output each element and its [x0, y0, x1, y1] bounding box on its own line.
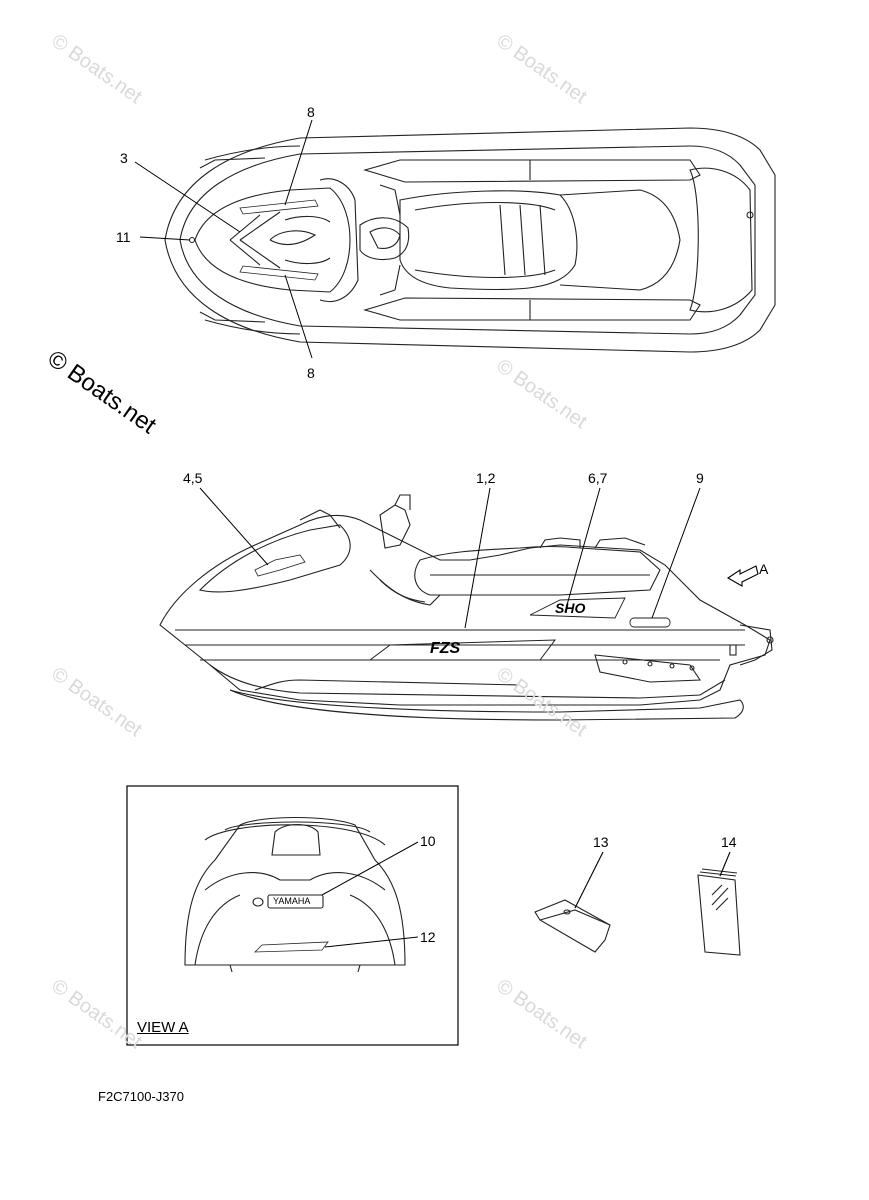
side-leaders	[199, 487, 701, 629]
callout-4-5: 4,5	[183, 470, 203, 486]
view-a-arrow	[726, 565, 759, 587]
callout-8-bottom: 8	[307, 365, 315, 381]
callout-8-top: 8	[307, 104, 315, 120]
view-a-stern	[184, 817, 406, 973]
callout-12: 12	[420, 929, 436, 945]
callout-10: 10	[420, 833, 436, 849]
callout-3: 3	[120, 150, 128, 166]
top-view-hull	[164, 127, 776, 353]
part-13-pouch	[534, 899, 611, 953]
callout-13: 13	[593, 834, 609, 850]
callout-a: A	[759, 561, 769, 577]
view-a-label: VIEW A	[137, 1019, 189, 1036]
decal-yamaha: YAMAHA	[273, 896, 311, 906]
view-a-frame	[126, 785, 459, 1046]
callout-1-2: 1,2	[476, 470, 496, 486]
part-14-card	[697, 868, 741, 956]
decal-sho: SHO	[555, 600, 586, 616]
decal-model: FZS	[430, 640, 461, 657]
leader-12	[324, 936, 419, 948]
callout-9: 9	[696, 470, 704, 486]
top-leaders	[134, 119, 313, 359]
callout-6-7: 6,7	[588, 470, 608, 486]
side-view-hull	[159, 494, 774, 721]
leader-14	[719, 851, 731, 877]
leader-13	[574, 851, 604, 909]
drawing-code: F2C7100-J370	[98, 1089, 184, 1104]
callout-11: 11	[116, 229, 131, 245]
callout-14: 14	[721, 834, 737, 850]
leader-10	[321, 841, 419, 896]
